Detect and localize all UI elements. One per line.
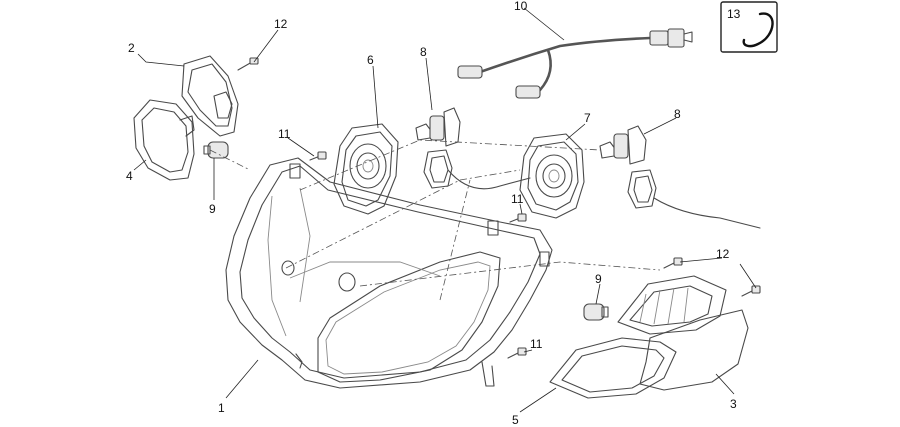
right-indicator-bezel: [549, 337, 677, 399]
left-indicator-bracket: [181, 55, 239, 137]
screw-part-11-middle: [509, 213, 527, 223]
screw-part-12-upper: [237, 57, 259, 71]
callout-4: 4: [126, 169, 133, 183]
left-bulb-cover: [333, 123, 399, 215]
screw-part-11-lower: [507, 347, 527, 359]
callout-5: 5: [512, 413, 519, 427]
callout-6: 6: [367, 53, 374, 67]
callout-10: 10: [514, 0, 528, 13]
callout-11-middle: 11: [511, 192, 524, 206]
assembly-axis-lines: [209, 139, 661, 301]
cable-tie-icon: [742, 12, 774, 48]
callout-1: 1: [218, 401, 225, 415]
left-indicator-lens: [133, 99, 195, 181]
callout-9-left: 9: [209, 202, 216, 216]
left-indicator-bulb: [203, 141, 229, 159]
callout-13: 13: [727, 7, 741, 21]
callout-12-right: 12: [716, 247, 730, 261]
callout-11-lower: 11: [530, 337, 543, 351]
right-bulb-cover: [519, 133, 585, 219]
callout-9-right: 9: [595, 272, 602, 286]
callout-8-right: 8: [674, 107, 681, 121]
screw-part-11-upper: [309, 151, 327, 161]
callout-2: 2: [128, 41, 135, 55]
right-indicator-bulb: [583, 303, 609, 321]
callout-3: 3: [730, 397, 737, 411]
callout-11-upper: 11: [278, 127, 291, 141]
wiring-harness: [457, 28, 693, 99]
part-13-badge: 13: [720, 1, 778, 53]
right-indicator-lens: [617, 275, 749, 391]
right-headlight-bulb: [599, 125, 761, 229]
screw-part-12-right-a: [663, 257, 683, 269]
callout-7: 7: [584, 111, 591, 125]
callout-8-left: 8: [420, 45, 427, 59]
left-headlight-bulb: [415, 107, 531, 190]
leader-lines: [133, 7, 757, 413]
screw-part-12-right-b: [741, 285, 761, 297]
callout-12-upper: 12: [274, 17, 288, 31]
callout-labels: 1 2 3 4 5 6 7 8 8 9 9 10 11 11 11 12 12: [126, 0, 737, 427]
